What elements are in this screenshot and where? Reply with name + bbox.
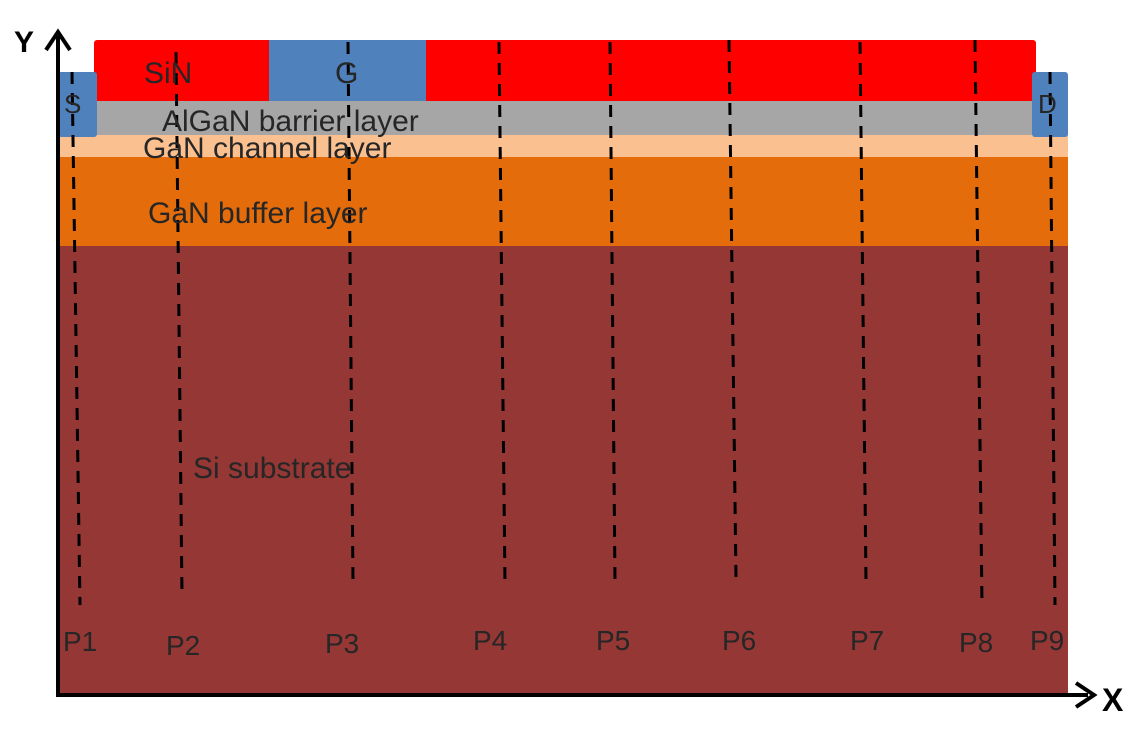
- probe-label-p9: P9: [1030, 625, 1064, 656]
- probe-label-p5: P5: [596, 625, 630, 656]
- sin-layer: [94, 40, 1036, 101]
- si-substrate-layer: [58, 246, 1068, 693]
- drain-label: D: [1038, 89, 1057, 119]
- algan-barrier-label: AlGaN barrier layer: [162, 105, 419, 138]
- probe-label-p2: P2: [166, 630, 200, 661]
- probe-label-p4: P4: [473, 625, 507, 656]
- gan-buffer-layer: [58, 157, 1068, 246]
- si-substrate-label: Si substrate: [193, 452, 351, 485]
- probe-line-p5: [608, 41, 617, 583]
- probe-label-p6: P6: [722, 625, 756, 656]
- algan-barrier-layer: [58, 101, 1068, 135]
- gan-channel-layer: [58, 135, 1068, 157]
- gan-channel-label: GaN channel layer: [143, 132, 391, 165]
- probe-line-p7: [858, 41, 868, 583]
- gate-label: G: [335, 57, 358, 90]
- probe-line-p9: [1048, 71, 1057, 606]
- probe-label-p8: P8: [959, 627, 993, 658]
- probe-line-p8: [973, 39, 984, 606]
- probe-line-p1: [70, 71, 82, 606]
- gan-buffer-label: GaN buffer layer: [148, 197, 368, 230]
- probe-line-p2: [174, 51, 184, 596]
- sin-label: SiN: [144, 57, 192, 90]
- x-axis-label: X: [1102, 682, 1124, 718]
- x-axis-arrowhead: [1074, 681, 1098, 709]
- source-contact: [58, 72, 97, 137]
- probe-label-p3: P3: [325, 628, 359, 659]
- source-label: S: [64, 89, 81, 119]
- probe-label-p1: P1: [63, 626, 97, 657]
- y-axis-arrowhead: [44, 28, 72, 52]
- probe-line-p4: [497, 41, 507, 586]
- probe-line-p6: [727, 39, 738, 579]
- probe-line-p3: [346, 41, 355, 583]
- y-axis-label: Y: [14, 26, 34, 59]
- probe-label-p7: P7: [850, 625, 884, 656]
